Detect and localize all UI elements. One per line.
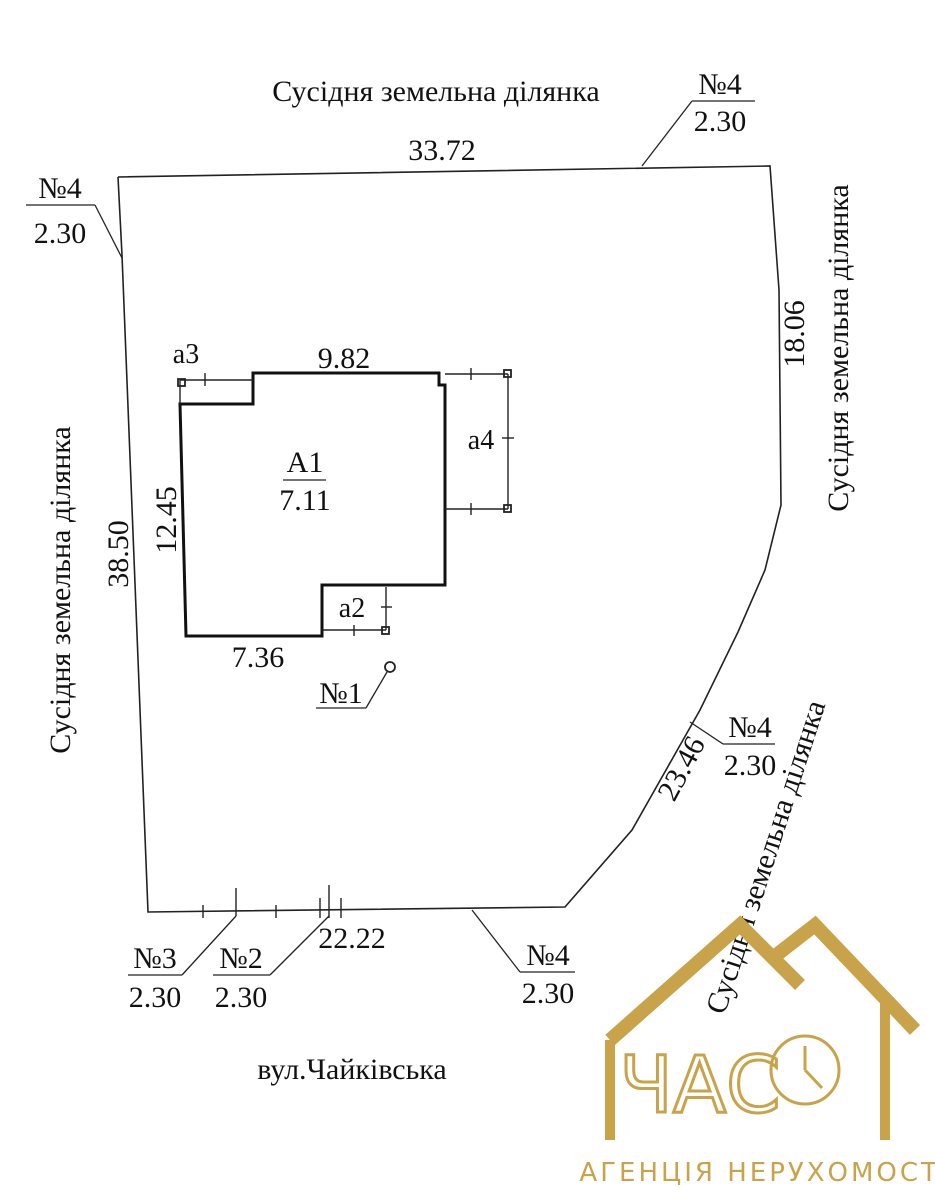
building-width-bottom: 7.36 (232, 641, 285, 674)
side-right: 18.06 (778, 300, 811, 368)
building-name: А1 (287, 446, 324, 479)
annex-label-a2: а2 (339, 593, 365, 624)
logo-roof-icon-2 (765, 915, 921, 1035)
annex-a4 (445, 368, 514, 515)
side-diagonal: 23.46 (651, 731, 712, 806)
side-top: 33.72 (408, 134, 476, 167)
callout-n3-num: №3 (133, 942, 177, 975)
agency-logo: ЧАС АГЕНЦІЯ НЕРУХОМОСТІ (579, 915, 935, 1188)
callout-top-right-num: №4 (698, 68, 742, 101)
building-a1-outline (178, 371, 447, 638)
logo-letters: ЧАС (619, 1041, 780, 1131)
callout-mid-right-num: №4 (728, 711, 772, 744)
parcel-boundary (117, 165, 782, 913)
building-height-left: 12.45 (150, 486, 183, 554)
callout-mid-right-val: 2.30 (724, 749, 777, 782)
annex-a3 (177, 373, 253, 404)
callout-n2-val: 2.30 (215, 981, 268, 1014)
neighbor-label-top: Сусідня земельна ділянка (272, 75, 599, 108)
callout-top-left-val: 2.30 (34, 217, 87, 250)
annex-label-a4: а4 (468, 425, 494, 456)
building-height: 7.11 (279, 484, 330, 517)
clock-icon (769, 1034, 841, 1106)
side-bottom: 22.22 (318, 922, 386, 955)
logo-roof-icon (605, 915, 805, 1046)
street-label: вул.Чайківська (257, 1053, 447, 1086)
callout-bottom-right-val: 2.30 (522, 977, 575, 1010)
callout-n3-val: 2.30 (129, 981, 182, 1014)
building-width-top: 9.82 (318, 342, 371, 375)
callout-top-left-num: №4 (38, 172, 82, 205)
point-marker-leader (365, 671, 388, 709)
neighbor-label-left: Сусідня земельна ділянка (44, 426, 77, 753)
side-left: 38.50 (102, 520, 135, 588)
callout-top-right-val: 2.30 (694, 105, 747, 138)
neighbor-label-right: Сусідня земельна ділянка (822, 184, 855, 511)
callout-n2-num: №2 (219, 942, 263, 975)
logo-tagline: АГЕНЦІЯ НЕРУХОМОСТІ (579, 1158, 935, 1188)
callout-bottom-right-num: №4 (526, 939, 570, 972)
annex-a2 (322, 587, 392, 636)
point-marker-circle (384, 661, 396, 673)
callout-leaders (26, 100, 775, 976)
point-marker-label: №1 (319, 677, 363, 710)
annex-label-a3: а3 (173, 339, 199, 370)
bottom-boundary-ticks (202, 885, 342, 918)
